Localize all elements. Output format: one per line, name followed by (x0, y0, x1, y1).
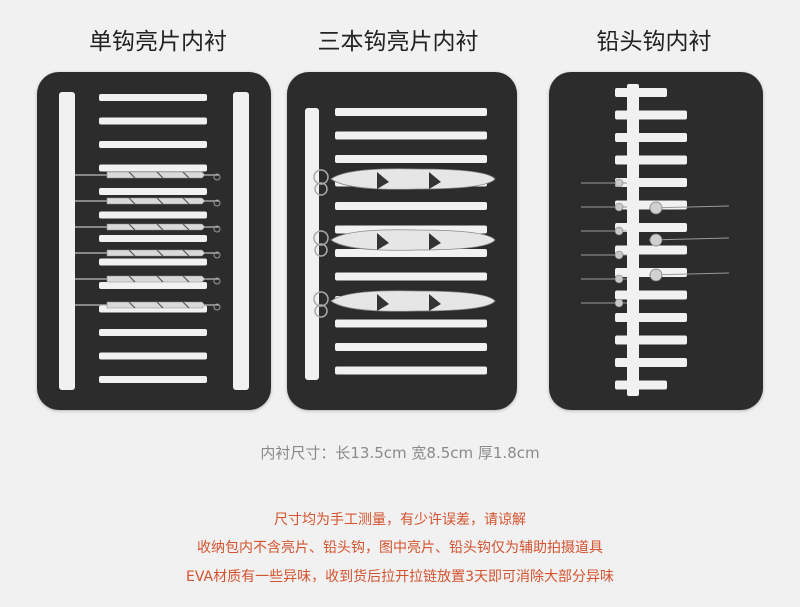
split-ring (314, 243, 328, 257)
treble-hook (313, 169, 329, 185)
foam-slot (335, 131, 487, 140)
jig-head (614, 274, 624, 284)
foam-slot (335, 366, 487, 375)
spoon-twist (128, 197, 190, 205)
note-contents: 收纳包内不含亮片、铅头钩，图中亮片、铅头钩仅为辅助拍摄道具 (197, 540, 603, 556)
foam-slot (335, 108, 487, 116)
jig-head (614, 298, 624, 308)
foam-slot (99, 141, 207, 148)
split-ring (314, 304, 328, 318)
foam-slot (99, 211, 207, 219)
foam-slot (615, 155, 687, 165)
split-ring (213, 251, 221, 259)
split-ring (213, 303, 221, 311)
spoon-lure (330, 229, 496, 251)
panel-title-jig-head: 铅头钩内衬 (596, 29, 712, 55)
jig-head (614, 178, 624, 188)
spoon-lure (330, 290, 496, 312)
foam-slot (615, 290, 687, 300)
foam-slot (615, 133, 687, 142)
single-hook-liner-panel (37, 72, 271, 410)
foam-slot (335, 272, 487, 281)
side-slot-left (59, 92, 75, 390)
foam-slot (615, 178, 687, 187)
foam-slot (99, 376, 207, 383)
foam-spine (627, 84, 639, 396)
treble-hook (313, 291, 329, 307)
jig-head (649, 201, 663, 215)
foam-slot (335, 202, 487, 210)
foam-slot (335, 343, 487, 351)
spoon-twist (128, 301, 190, 309)
split-ring (213, 173, 221, 181)
spoon-lure (106, 301, 206, 309)
foam-slot (99, 258, 207, 266)
jig-head (649, 268, 663, 282)
foam-slot (99, 282, 207, 289)
panel-title-single-hook: 单钩亮片内衬 (89, 29, 227, 55)
foam-slot (99, 188, 207, 195)
note-measurement: 尺寸均为手工测量，有少许误差，请谅解 (274, 512, 526, 528)
foam-slot (99, 164, 207, 172)
jig-head (614, 226, 624, 236)
panel-title-treble-hook: 三本钩亮片内衬 (317, 29, 479, 55)
treble-hook (313, 230, 329, 246)
spoon-lure (106, 197, 206, 205)
foam-slot (99, 117, 207, 125)
jig-head (614, 202, 624, 212)
foam-slot (615, 313, 687, 322)
jig-head-liner-panel (549, 72, 763, 410)
jig-head (614, 250, 624, 260)
foam-slot (615, 223, 687, 232)
foam-slot (615, 358, 687, 367)
foam-slot (615, 335, 687, 345)
side-slot-right (233, 92, 249, 390)
foam-slot (615, 245, 687, 255)
split-ring (213, 225, 221, 233)
jig-head (649, 233, 663, 247)
single-hook-lures (75, 94, 221, 383)
split-ring (314, 182, 328, 196)
foam-slot (335, 319, 487, 328)
split-ring (213, 277, 221, 285)
spoon-lure (106, 223, 206, 231)
jig-head-slots (581, 84, 730, 396)
spoon-twist (128, 275, 190, 283)
split-ring (213, 199, 221, 207)
foam-slot (615, 110, 687, 120)
spoon-lure (106, 171, 206, 179)
foam-slot (335, 249, 487, 257)
foam-slot (99, 94, 207, 101)
foam-slot (335, 155, 487, 163)
foam-slot (99, 352, 207, 360)
foam-slot (615, 380, 667, 390)
spoon-twist (128, 249, 190, 257)
foam-slot (99, 235, 207, 242)
spoon-twist (128, 171, 190, 179)
treble-hook-liner-panel (287, 72, 517, 410)
foam-slot (615, 88, 667, 97)
liner-dimensions: 内衬尺寸：长13.5cm 宽8.5cm 厚1.8cm (260, 444, 540, 462)
spoon-lure (106, 249, 206, 257)
foam-slot (99, 329, 207, 336)
spoon-twist (128, 223, 190, 231)
spoon-lure (106, 275, 206, 283)
treble-hook-spoons (313, 108, 496, 375)
spoon-lure (330, 168, 496, 190)
note-odor: EVA材质有一些异味，收到货后拉开拉链放置3天即可消除大部分异味 (185, 569, 614, 585)
